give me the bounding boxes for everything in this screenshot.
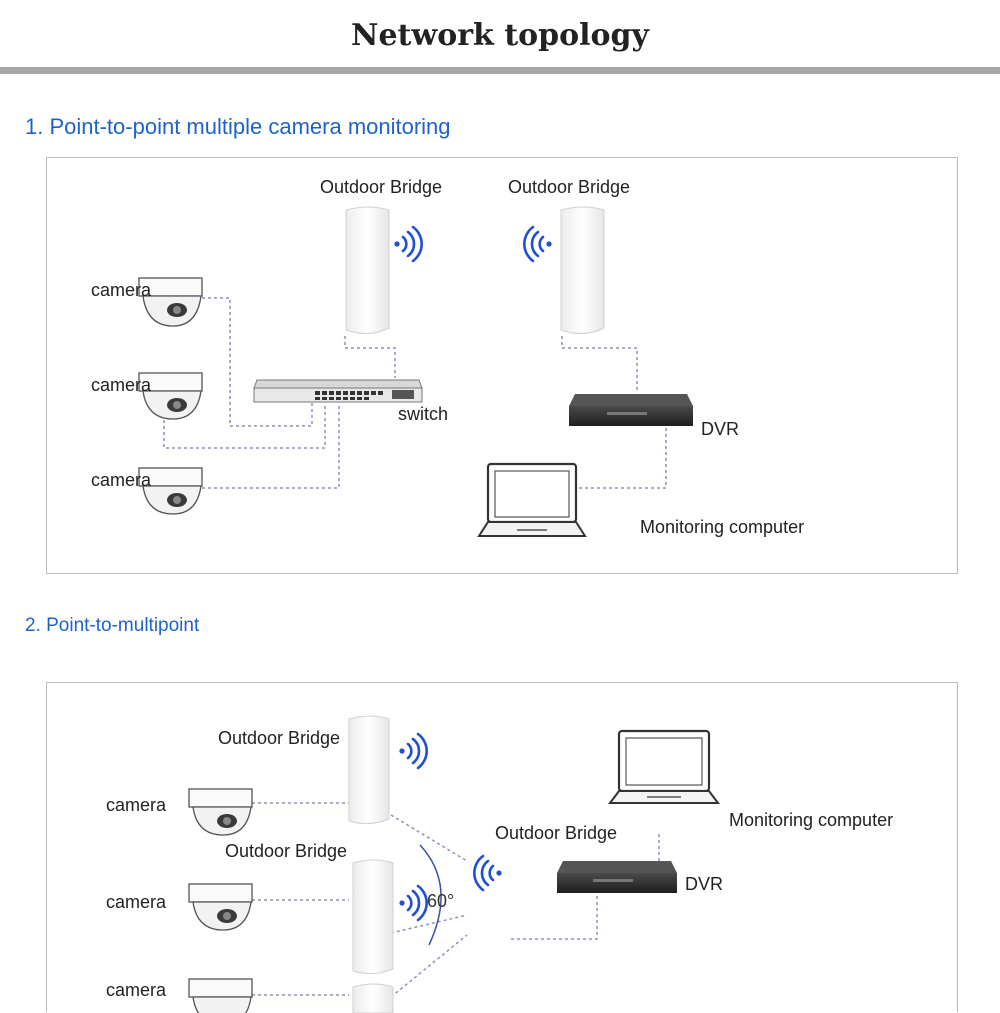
dvr-label: DVR [685, 874, 724, 894]
outdoor-bridge-icon [348, 715, 390, 825]
connection-lines [252, 802, 660, 998]
link-bridge-dvr [561, 336, 638, 393]
section-1-heading: 1. Point-to-point multiple camera monito… [25, 114, 451, 139]
link-bridge-top-center [390, 814, 468, 862]
title-divider [0, 67, 1000, 74]
bridge-label-top: Outdoor Bridge [218, 728, 341, 748]
outdoor-bridge-icon [560, 206, 605, 334]
switch-label: switch [398, 404, 449, 424]
dvr-label: DVR [701, 419, 740, 439]
connection-lines [163, 297, 667, 489]
section-2-heading: 2. Point-to-multipoint [25, 615, 200, 636]
laptop-icon [608, 729, 720, 804]
camera-label: camera [91, 280, 152, 300]
switch-icon [253, 379, 423, 403]
computer-label: Monitoring computer [729, 810, 894, 830]
camera-dome-icon [138, 467, 203, 515]
outdoor-bridge-icon [352, 859, 394, 975]
camera-label: camera [106, 892, 167, 912]
bridge-label-right: Outdoor Bridge [508, 177, 631, 197]
diagram-2-canvas [188, 715, 720, 1013]
camera-dome-icon [138, 277, 203, 327]
diagram-point-to-point: Outdoor Bridge Outdoor Bridge camera cam… [46, 157, 958, 574]
camera-dome-icon [188, 978, 253, 1013]
bridge-label-center: Outdoor Bridge [495, 823, 618, 843]
link-bridge-switch [344, 336, 396, 378]
link-camera3-switch [202, 403, 340, 489]
bridge-label-middle: Outdoor Bridge [225, 841, 348, 861]
outdoor-bridge-icon [352, 983, 394, 1013]
link-camera2-switch [163, 403, 326, 449]
diagram-1-canvas [138, 206, 693, 537]
dvr-icon [557, 861, 677, 893]
wifi-signal-icon [473, 854, 502, 892]
wifi-signal-icon [394, 225, 423, 263]
camera-label: camera [91, 470, 152, 490]
dvr-icon [569, 394, 693, 426]
outdoor-bridge-icon [345, 206, 390, 334]
link-bridge-low-center [390, 934, 468, 998]
diagram-point-to-multipoint: Outdoor Bridge camera Outdoor Bridge Out… [46, 682, 958, 1013]
computer-label: Monitoring computer [640, 517, 805, 537]
angle-label: 60° [427, 891, 455, 911]
link-camera1-switch [202, 297, 313, 427]
camera-dome-icon [138, 372, 203, 420]
page-title: Network topology [351, 18, 649, 53]
link-center-dvr [511, 893, 598, 940]
camera-label: camera [91, 375, 152, 395]
bridge-label-left: Outdoor Bridge [320, 177, 443, 197]
wifi-signal-icon [399, 884, 428, 922]
laptop-icon [477, 462, 587, 537]
coverage-arc [419, 844, 442, 946]
wifi-signal-icon [399, 732, 428, 770]
camera-dome-icon [188, 883, 253, 931]
camera-label: camera [106, 980, 167, 1000]
link-bridge-mid-center [390, 914, 468, 934]
camera-label: camera [106, 795, 167, 815]
link-dvr-computer [577, 428, 667, 489]
camera-dome-icon [188, 788, 253, 836]
wifi-signal-icon [523, 225, 552, 263]
